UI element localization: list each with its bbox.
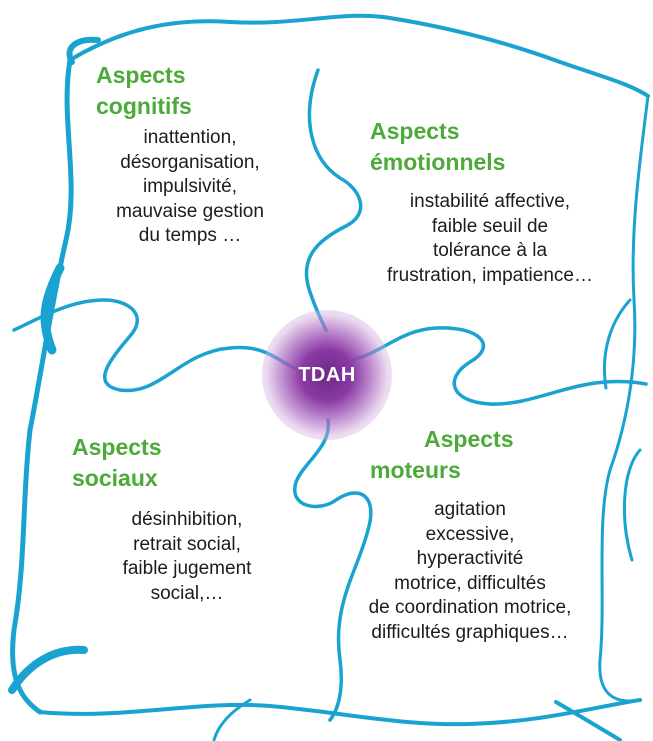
text-cognitifs-line-4: mauvaise gestion (116, 200, 264, 222)
text-moteurs-line-3: hyperactivité (416, 548, 524, 569)
title-sociaux-line-1: Aspects (72, 434, 162, 460)
text-moteurs-line-1: agitation (434, 499, 506, 520)
text-emotionnels: instabilité affective, faible seuil de t… (356, 190, 624, 288)
title-sociaux: Aspects sociaux (72, 432, 161, 494)
center-glow (262, 310, 392, 440)
text-cognitifs-line-5: du temps … (138, 225, 242, 246)
title-cognitifs-line-1: Aspects (96, 62, 186, 88)
title-moteurs-line-1: Aspects (424, 426, 514, 452)
text-sociaux-line-3: faible jugement (122, 558, 252, 579)
text-cognitifs: inattention, désorganisation, impulsivit… (90, 126, 290, 249)
text-sociaux-line-2: retrait social, (133, 533, 241, 555)
text-moteurs-line-2: excessive, (425, 523, 515, 545)
swoosh-right (602, 298, 632, 390)
swoosh-bottom-right (554, 700, 622, 741)
text-moteurs-line-5: de coordination motrice, (368, 597, 572, 618)
text-emotionnels-line-3: tolérance à la (432, 240, 548, 261)
swoosh-bottom-center (212, 698, 252, 741)
text-sociaux-line-4: social,… (150, 582, 224, 604)
center-label: TDAH (298, 364, 356, 386)
text-cognitifs-line-1: inattention, (143, 127, 237, 148)
puzzle-border-top (68, 13, 650, 98)
puzzle-divider-vertical (293, 68, 373, 722)
puzzle-border-right (598, 94, 650, 703)
text-moteurs: agitation excessive, hyperactivité motri… (340, 498, 600, 645)
text-emotionnels-line-2: faible seuil de (431, 215, 549, 237)
swoosh-left (40, 263, 65, 355)
swoosh-bottom-left (8, 645, 88, 694)
text-moteurs-line-4: motrice, difficultés (394, 572, 546, 594)
title-cognitifs-line-2: cognitifs (96, 93, 192, 119)
text-cognitifs-line-2: désorganisation, (120, 151, 260, 173)
text-cognitifs-line-3: impulsivité, (143, 176, 237, 197)
title-emotionnels: Aspects émotionnels (370, 116, 505, 178)
text-sociaux-line-1: désinhibition, (131, 509, 243, 530)
title-sociaux-line-2: sociaux (72, 465, 158, 491)
swoosh-right-lower (623, 448, 642, 562)
title-moteurs-line-2: moteurs (370, 457, 461, 483)
title-moteurs: Aspects moteurs (370, 424, 550, 486)
puzzle-border-left (10, 57, 74, 715)
title-cognitifs: Aspects cognitifs (96, 60, 192, 122)
title-emotionnels-line-1: Aspects (370, 118, 460, 144)
puzzle-divider-horizontal (12, 298, 648, 406)
text-emotionnels-line-4: frustration, impatience… (387, 264, 593, 286)
puzzle-border-bottom (38, 698, 642, 727)
text-moteurs-line-6: difficultés graphiques… (371, 621, 569, 643)
text-sociaux: désinhibition, retrait social, faible ju… (92, 508, 282, 606)
swoosh-top-left (66, 36, 101, 65)
text-emotionnels-line-1: instabilité affective, (409, 191, 571, 212)
title-emotionnels-line-2: émotionnels (370, 149, 506, 175)
